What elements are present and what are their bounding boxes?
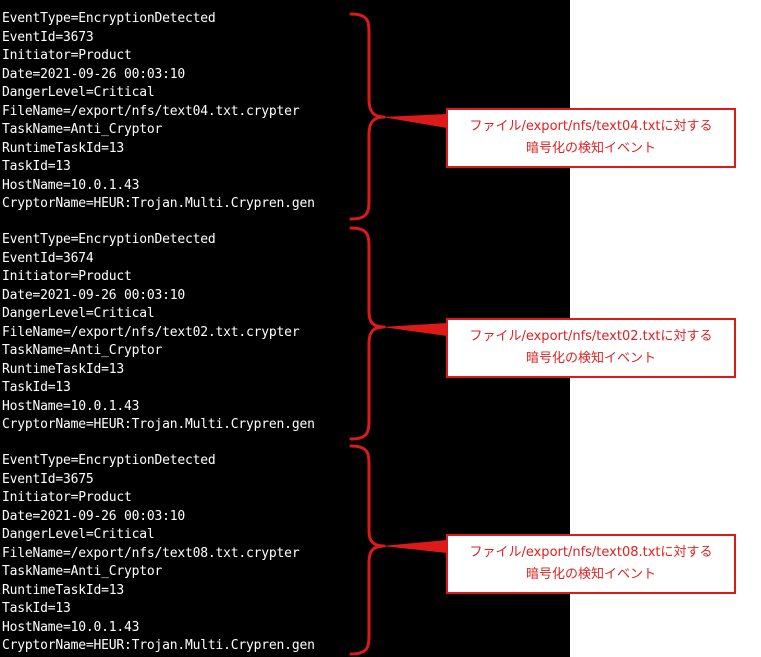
- event-line: HostName=10.0.1.43: [2, 398, 140, 414]
- event-line: EventType=EncryptionDetected: [2, 232, 216, 247]
- event-line: CryptorName=HEUR:Trojan.Multi.Crypren.ge…: [2, 638, 315, 653]
- event-line: TaskName=Anti_Cryptor: [2, 343, 163, 358]
- event-line: CryptorName=HEUR:Trojan.Multi.Crypren.ge…: [2, 196, 315, 211]
- callout-line-2: 暗号化の検知イベント: [525, 351, 656, 366]
- event-line: TaskName=Anti_Cryptor: [2, 564, 163, 579]
- callout-line-1: ファイル/export/nfs/text04.txtに対する: [469, 119, 713, 134]
- event-line: HostName=10.0.1.43: [2, 177, 140, 193]
- annotation-callout-text08: ファイル/export/nfs/text08.txtに対する 暗号化の検知イベン…: [446, 534, 736, 594]
- callout-line-1: ファイル/export/nfs/text08.txtに対する: [469, 545, 713, 560]
- event-line: CryptorName=HEUR:Trojan.Multi.Crypren.ge…: [2, 417, 315, 432]
- annotation-callout-text02: ファイル/export/nfs/text02.txtに対する 暗号化の検知イベン…: [446, 318, 736, 378]
- event-line: FileName=/export/nfs/text04.txt.crypter: [2, 103, 300, 119]
- event-line: Initiator=Product: [2, 490, 132, 505]
- event-line: RuntimeTaskId=13: [2, 582, 125, 598]
- callout-line-1: ファイル/export/nfs/text02.txtに対する: [469, 329, 713, 344]
- callout-line-2: 暗号化の検知イベント: [525, 567, 656, 582]
- event-line: Initiator=Product: [2, 269, 132, 284]
- event-line: DangerLevel=Critical: [2, 306, 155, 321]
- event-line: DangerLevel=Critical: [2, 527, 155, 542]
- event-line: Initiator=Product: [2, 48, 132, 63]
- annotation-callout-text04: ファイル/export/nfs/text04.txtに対する 暗号化の検知イベン…: [446, 108, 736, 168]
- event-line: RuntimeTaskId=13: [2, 140, 125, 156]
- event-line: EventId=3675: [2, 471, 94, 487]
- event-block-3673: EventType=EncryptionDetected EventId=367…: [2, 10, 315, 214]
- callout-line-2: 暗号化の検知イベント: [525, 141, 656, 156]
- event-line: TaskId=13: [2, 159, 71, 174]
- event-line: Date=2021-09-26 00:03:10: [2, 66, 186, 82]
- event-line: TaskId=13: [2, 601, 71, 616]
- event-line: EventId=3674: [2, 250, 94, 266]
- event-line: HostName=10.0.1.43: [2, 619, 140, 635]
- event-line: FileName=/export/nfs/text08.txt.crypter: [2, 545, 300, 561]
- event-line: FileName=/export/nfs/text02.txt.crypter: [2, 324, 300, 340]
- event-line: Date=2021-09-26 00:03:10: [2, 508, 186, 524]
- event-line: EventType=EncryptionDetected: [2, 453, 216, 468]
- event-line: DangerLevel=Critical: [2, 85, 155, 100]
- event-line: EventId=3673: [2, 29, 94, 45]
- event-line: EventType=EncryptionDetected: [2, 11, 216, 26]
- event-line: TaskName=Anti_Cryptor: [2, 122, 163, 137]
- event-line: RuntimeTaskId=13: [2, 361, 125, 377]
- event-line: Date=2021-09-26 00:03:10: [2, 287, 186, 303]
- event-block-3674: EventType=EncryptionDetected EventId=367…: [2, 231, 315, 435]
- event-line: TaskId=13: [2, 380, 71, 395]
- event-block-3675: EventType=EncryptionDetected EventId=367…: [2, 452, 315, 656]
